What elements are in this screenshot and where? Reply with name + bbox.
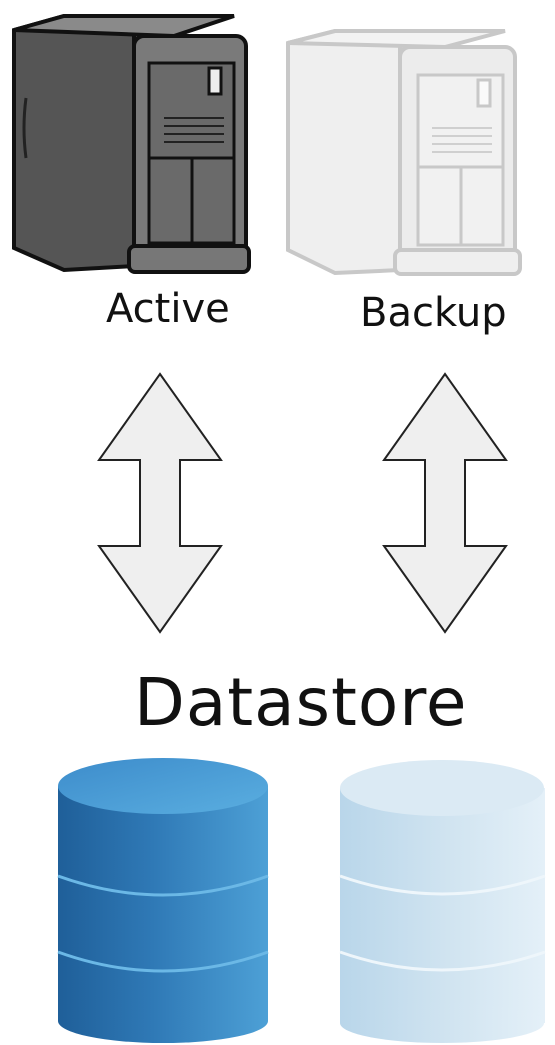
double-arrow-icon [97, 372, 223, 634]
backup-server-label: Backup [360, 290, 507, 336]
backup-connection-arrow [380, 372, 510, 634]
double-arrow-icon [382, 372, 508, 634]
backup-datastore [330, 756, 555, 1045]
database-cylinder-icon [57, 758, 269, 1043]
active-server-label: Active [106, 286, 230, 332]
server-tower-icon [286, 29, 522, 276]
server-tower-icon [12, 14, 251, 274]
datastore-label: Datastore [134, 664, 468, 741]
backup-server [280, 25, 530, 280]
active-server [4, 8, 254, 278]
active-datastore [48, 754, 278, 1044]
database-cylinder-icon [339, 760, 546, 1043]
active-connection-arrow [95, 372, 225, 634]
